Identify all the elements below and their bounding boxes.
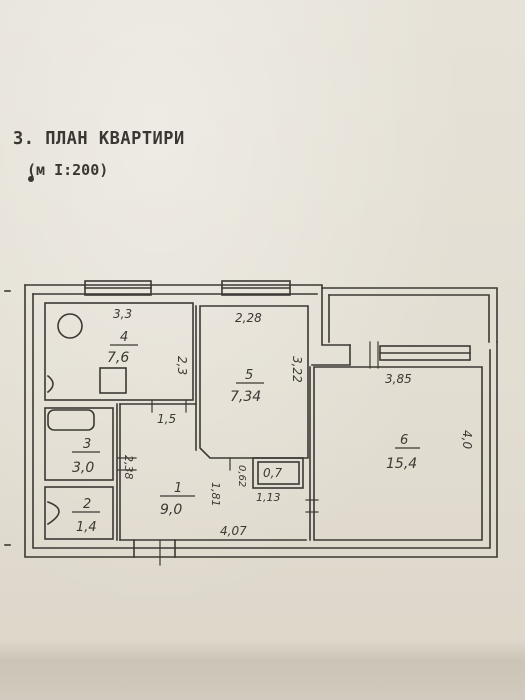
window-room6: [379, 345, 471, 361]
room4-area: 7,6: [107, 350, 129, 366]
toilet-icon: [46, 500, 60, 526]
room4-number: 4: [120, 330, 128, 345]
window-room5: [221, 280, 291, 296]
kitchen-walls: [44, 302, 194, 401]
dim-bath-depth: 2,38: [122, 455, 135, 480]
room1-area: 9,0: [160, 502, 182, 518]
bathroom-walls: [44, 403, 121, 541]
room3-number: 3: [83, 437, 91, 452]
room2-area: 1,4: [76, 520, 97, 535]
dim-closet-depth: 0,62: [236, 465, 247, 487]
closet-walls: [252, 457, 304, 489]
plan-scale: (м I:200): [27, 161, 109, 179]
closet-area: 0,7: [263, 466, 282, 480]
outer-wall: [24, 284, 498, 558]
room5-area: 7,34: [230, 389, 261, 405]
washbasin-icon: [46, 374, 54, 394]
dim-hall-width: 4,07: [220, 524, 247, 538]
room1-number: 1: [174, 481, 182, 496]
dim-closet-width: 1,13: [256, 491, 281, 504]
dim-kitchen-width: 3,3: [113, 307, 132, 321]
stove-icon: [57, 313, 83, 339]
balcony-wall: [311, 287, 351, 366]
dim-hall-depth: 1,81: [209, 482, 222, 507]
dim-room6-width: 3,85: [385, 372, 412, 386]
room5-number: 5: [245, 368, 253, 383]
bathtub-icon: [47, 409, 95, 431]
dim-room6-depth: 4,0: [460, 430, 474, 449]
room6-walls: [309, 366, 483, 541]
paper-fold: [0, 640, 525, 700]
dim-room5-width: 2,28: [235, 311, 262, 325]
dim-room5-depth: 3,22: [290, 356, 304, 383]
room6-number: 6: [400, 433, 408, 448]
hall-walls: [119, 403, 307, 558]
room6-area: 15,4: [386, 456, 417, 472]
door-swings: [117, 341, 379, 566]
window-kitchen: [84, 280, 152, 296]
dim-corridor-width: 1,5: [157, 412, 176, 426]
room2-number: 2: [83, 497, 91, 512]
plan-heading: 3. ПЛАН КВАРТИРИ: [13, 128, 185, 150]
bullet-dot: [28, 176, 34, 182]
dim-kitchen-depth: 2,3: [175, 356, 189, 375]
room3-area: 3,0: [72, 460, 94, 476]
sink-icon: [99, 367, 127, 394]
toilet-walls: [44, 486, 114, 540]
